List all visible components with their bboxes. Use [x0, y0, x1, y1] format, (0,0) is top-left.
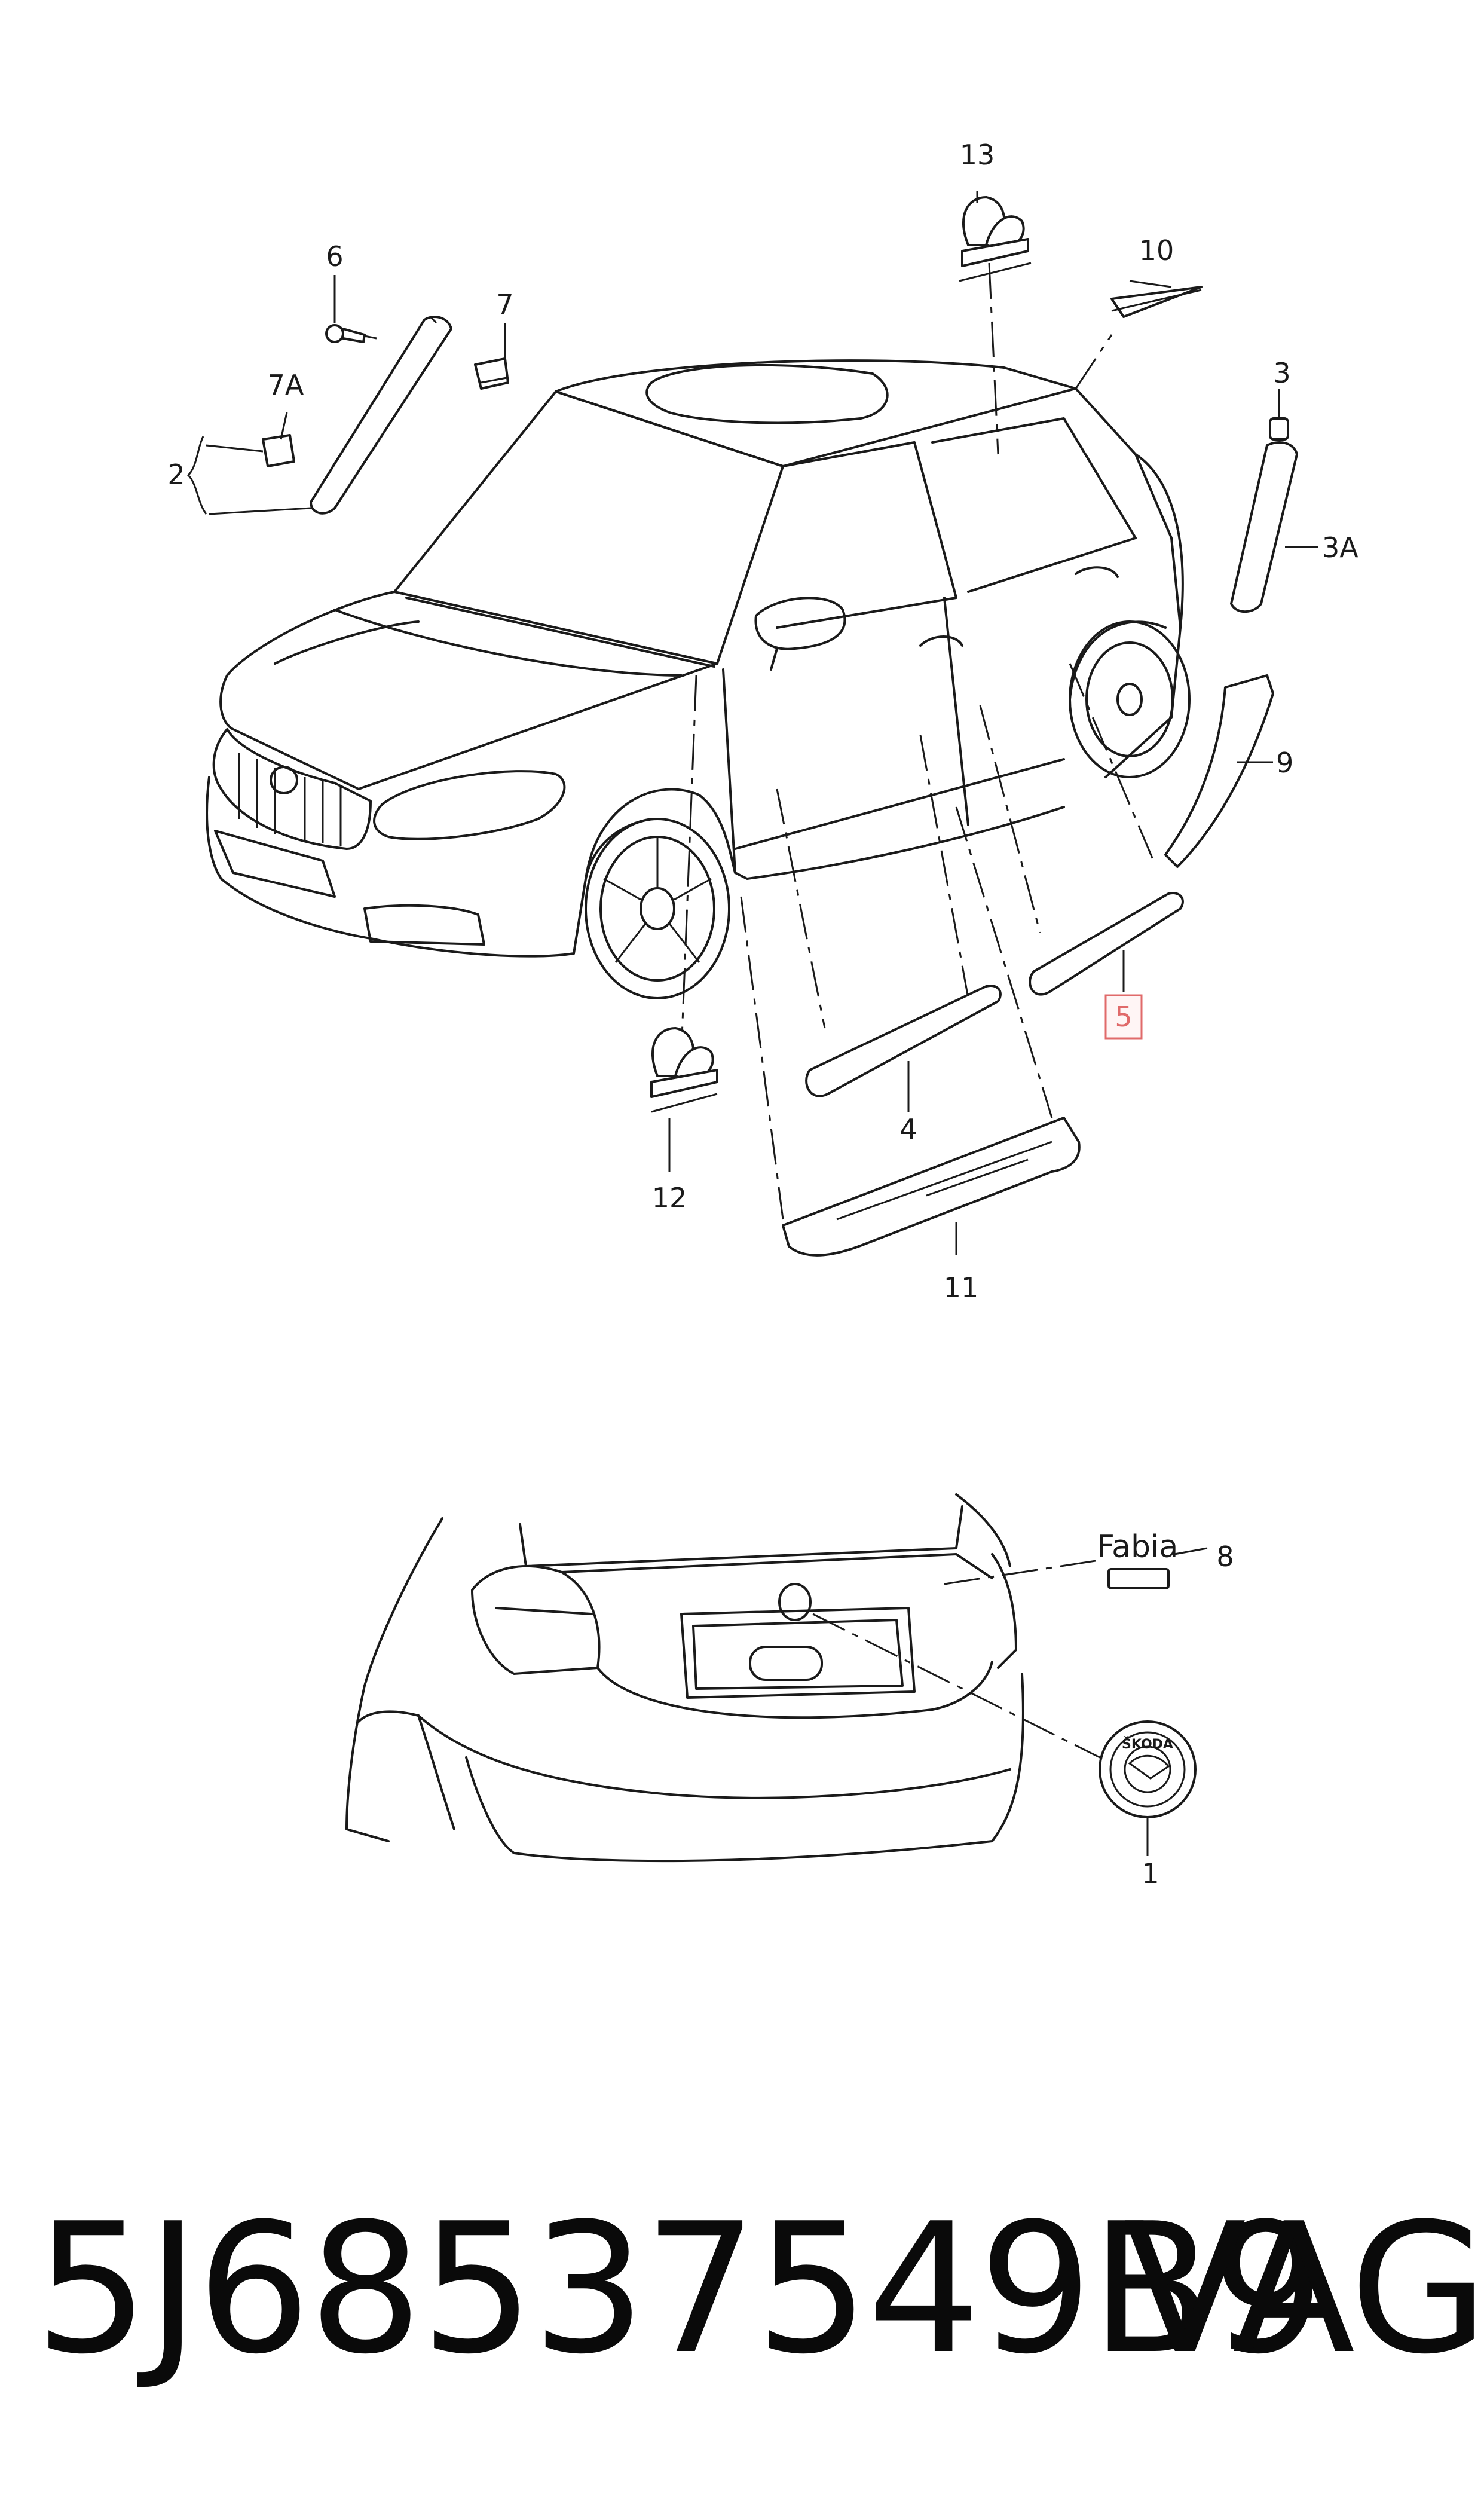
part-13-clip	[959, 196, 1032, 282]
callout-2: 2	[167, 458, 185, 491]
callout-3: 3	[1273, 357, 1290, 389]
part-7A-nut	[262, 434, 295, 467]
callout-4: 4	[899, 1113, 917, 1145]
callout-1: 1	[1142, 1857, 1159, 1890]
brand-text: VAG	[1124, 2185, 1484, 2393]
leader-lines-rear	[812, 1559, 1124, 1771]
part-7-nut	[474, 357, 509, 390]
callout-8: 8	[1216, 1540, 1234, 1573]
part-4-moulding	[805, 985, 1002, 1097]
callout-12: 12	[652, 1182, 687, 1214]
part-3-seal	[1230, 417, 1298, 613]
emblem-lettering: ŠKODA	[1122, 1737, 1173, 1752]
part-8-badge: Fabia	[1097, 1529, 1178, 1589]
part-11-sill-plate	[782, 1117, 1081, 1257]
callout-10: 10	[1139, 234, 1174, 267]
callout-7A: 7A	[268, 369, 304, 401]
callout-7: 7	[496, 288, 513, 320]
part-number-text: 5J68537549B9	[35, 2185, 1325, 2393]
callout-9: 9	[1276, 747, 1293, 779]
callout-5: 5	[1115, 1001, 1132, 1033]
part-12-clip	[650, 1027, 718, 1113]
callout-11: 11	[944, 1271, 979, 1304]
badge-lettering: Fabia	[1097, 1529, 1178, 1565]
part-5-moulding	[1029, 892, 1184, 996]
part-10-trim-strip	[1110, 286, 1203, 318]
part-2-trim-strip	[310, 316, 452, 515]
car-rear-view	[345, 1493, 1024, 1863]
part-6-screw	[325, 324, 377, 343]
part-9-trim	[1164, 674, 1274, 868]
diagram-canvas: ŠKODA Fabia 13 10 3 3A 9 6 7 7A 2 5 4 11…	[167, 139, 1358, 1890]
part-1-emblem: ŠKODA	[1099, 1720, 1197, 1818]
car-front-three-quarter	[206, 359, 1191, 999]
callout-6: 6	[326, 240, 343, 273]
callout-leaders	[186, 191, 1318, 1856]
callout-13: 13	[960, 139, 995, 171]
leader-lines-front	[680, 262, 1155, 1220]
callout-3A: 3A	[1322, 531, 1358, 564]
callout-5-highlight: 5	[1104, 994, 1143, 1040]
